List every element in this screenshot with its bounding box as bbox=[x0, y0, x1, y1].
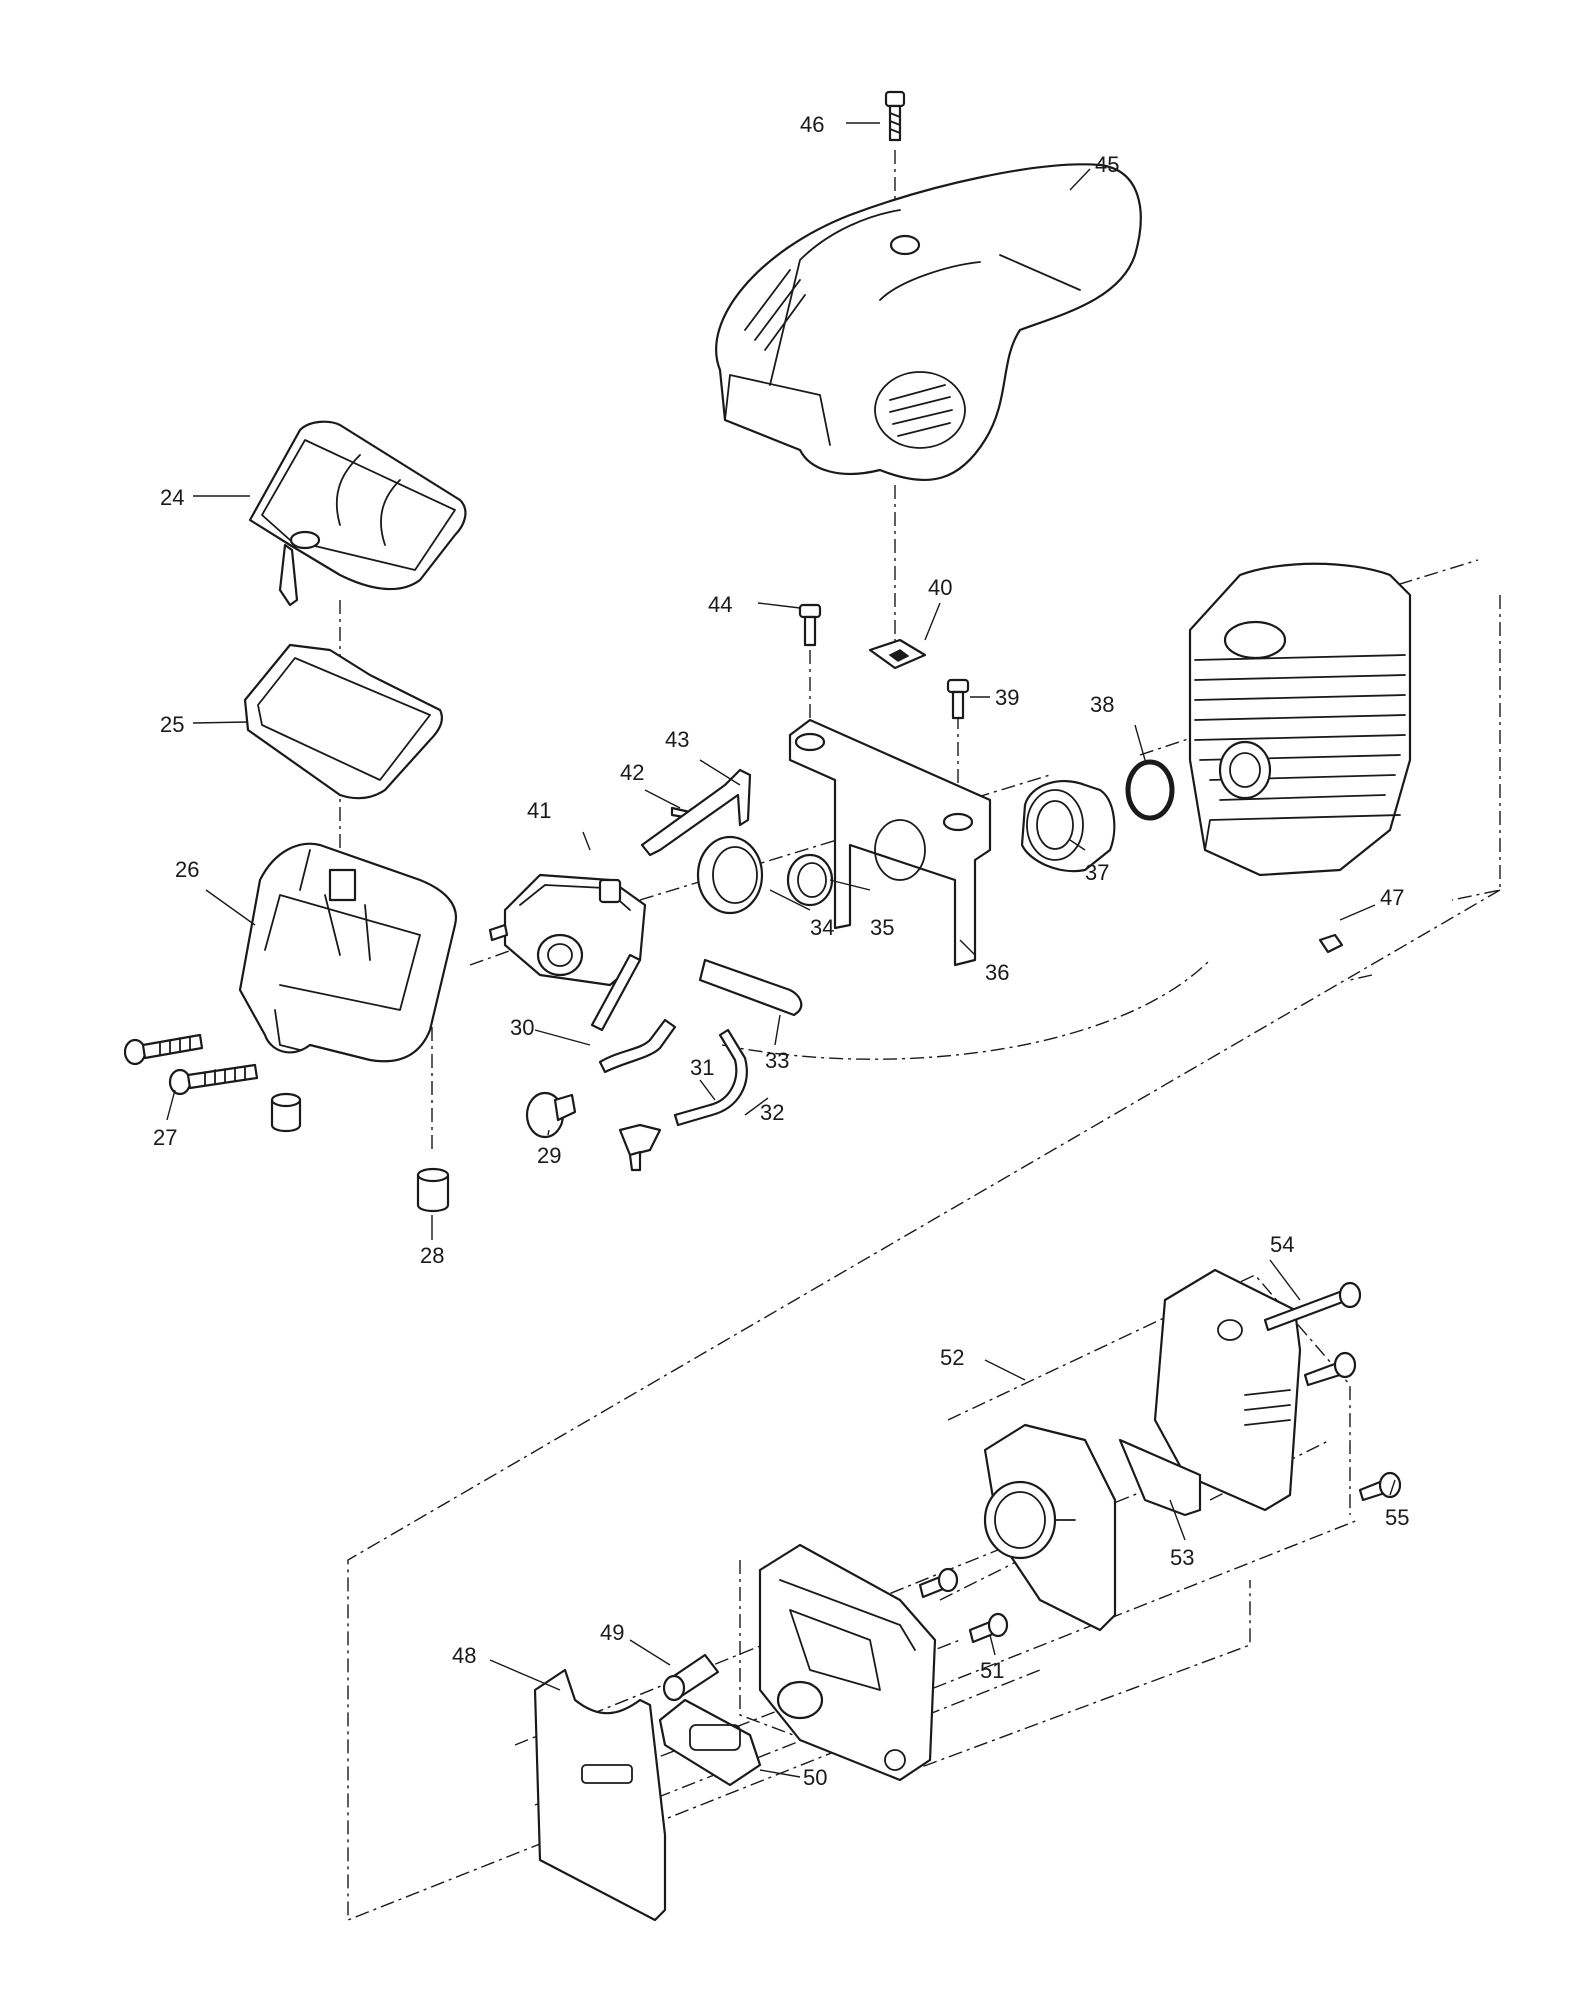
spark-screen-part bbox=[1118, 1438, 1202, 1517]
clip-nut-part bbox=[868, 638, 927, 670]
top-cover-part bbox=[715, 163, 1142, 482]
callout-24: 24 bbox=[160, 485, 184, 510]
callout-38: 38 bbox=[1090, 692, 1114, 717]
callout-46: 46 bbox=[800, 112, 824, 137]
grommet-part bbox=[270, 1092, 450, 1213]
muffler-gasket-part bbox=[658, 1698, 762, 1787]
small-screws-part bbox=[670, 603, 1344, 954]
intake-manifold-part bbox=[1020, 780, 1116, 873]
heat-shield-part bbox=[533, 1668, 667, 1922]
callout-numbers: 24 25 26 27 28 29 30 31 32 33 34 35 36 3… bbox=[153, 112, 1409, 1790]
spark-screen-cover-part bbox=[1153, 1268, 1302, 1512]
hoses-part bbox=[590, 953, 803, 1172]
primer-bulb-part bbox=[525, 1091, 577, 1139]
o-ring-part bbox=[1125, 759, 1175, 821]
filter-frame-part bbox=[248, 420, 467, 607]
callout-45: 45 bbox=[1095, 152, 1119, 177]
cylinder-part bbox=[1188, 562, 1412, 877]
callout-43: 43 bbox=[665, 727, 689, 752]
callout-28: 28 bbox=[420, 1243, 444, 1268]
callout-55: 55 bbox=[1385, 1505, 1409, 1530]
callout-30: 30 bbox=[510, 1015, 534, 1040]
callout-35: 35 bbox=[870, 915, 894, 940]
callout-34: 34 bbox=[810, 915, 834, 940]
callout-41: 41 bbox=[527, 798, 551, 823]
callout-48: 48 bbox=[452, 1643, 476, 1668]
callout-47: 47 bbox=[1380, 885, 1404, 910]
air-filter-base-part bbox=[238, 842, 458, 1063]
cover-screw-part bbox=[884, 90, 906, 142]
callout-53: 53 bbox=[1170, 1545, 1194, 1570]
muffler-pin-part bbox=[662, 1653, 720, 1702]
callout-25: 25 bbox=[160, 712, 184, 737]
callout-32: 32 bbox=[760, 1100, 784, 1125]
callout-52: 52 bbox=[940, 1345, 964, 1370]
callout-26: 26 bbox=[175, 857, 199, 882]
callout-27: 27 bbox=[153, 1125, 177, 1150]
callout-31: 31 bbox=[690, 1055, 714, 1080]
callout-39: 39 bbox=[995, 685, 1019, 710]
callout-51: 51 bbox=[980, 1658, 1004, 1683]
clip-part bbox=[640, 768, 752, 857]
callout-44: 44 bbox=[708, 592, 732, 617]
callout-40: 40 bbox=[928, 575, 952, 600]
callout-37: 37 bbox=[1085, 860, 1109, 885]
carburetor-part bbox=[488, 873, 647, 987]
muffler-body-part bbox=[758, 1543, 937, 1782]
callout-33: 33 bbox=[765, 1048, 789, 1073]
callout-36: 36 bbox=[985, 960, 1009, 985]
callout-42: 42 bbox=[620, 760, 644, 785]
leader-lines bbox=[166, 122, 1396, 1778]
callout-54: 54 bbox=[1270, 1232, 1294, 1257]
muffler-bolts-part bbox=[918, 1281, 1402, 1644]
callout-29: 29 bbox=[537, 1143, 561, 1168]
callout-49: 49 bbox=[600, 1620, 624, 1645]
intake-rings-part bbox=[696, 835, 834, 915]
intake-bracket-part bbox=[788, 718, 992, 967]
muffler-cover-part bbox=[983, 1423, 1117, 1632]
filter-bolts-part bbox=[123, 1033, 259, 1096]
filter-gasket-part bbox=[243, 643, 444, 800]
callout-50: 50 bbox=[803, 1765, 827, 1790]
